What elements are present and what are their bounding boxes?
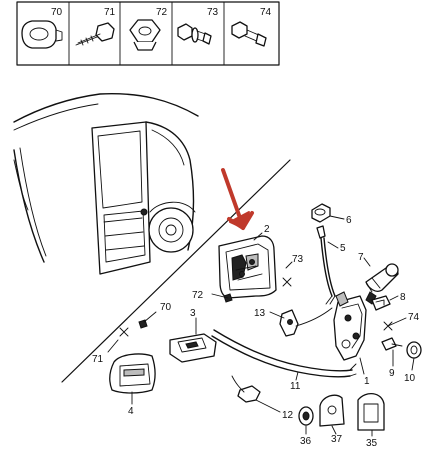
legend-number-71: 71 xyxy=(104,7,116,18)
callout-1: 1 xyxy=(364,376,370,387)
callout-70: 70 xyxy=(160,302,172,313)
location-arrow xyxy=(221,168,254,230)
callout-37: 37 xyxy=(331,434,343,445)
part-8-retainer-clip xyxy=(371,295,391,311)
callout-5: 5 xyxy=(340,243,346,254)
callout-71: 71 xyxy=(92,354,104,365)
callout-36: 36 xyxy=(300,436,312,447)
callout-10: 10 xyxy=(404,373,416,384)
callout-9: 9 xyxy=(389,368,395,379)
part-71-star-marker xyxy=(119,327,129,337)
screw-icon xyxy=(75,22,115,46)
part-35-striker xyxy=(357,393,385,431)
callout-6: 6 xyxy=(346,215,352,226)
part-6-grommet xyxy=(311,203,331,223)
part-9-bolt xyxy=(381,337,403,351)
callout-35: 35 xyxy=(366,438,378,449)
callout-72: 72 xyxy=(192,290,204,301)
part-13-bellcrank xyxy=(279,307,333,337)
part-12-rod-clip xyxy=(231,375,261,403)
part-70-clip-small xyxy=(138,319,148,329)
callout-13: 13 xyxy=(254,308,266,319)
part-2-inside-handle-assembly xyxy=(218,235,277,299)
part-3-handle-bezel xyxy=(169,333,217,363)
callout-12: 12 xyxy=(282,410,294,421)
van-body-illustration xyxy=(13,93,199,275)
legend-number-70: 70 xyxy=(51,7,63,18)
hex-bolt-icon xyxy=(231,21,267,47)
callout-3: 3 xyxy=(190,308,196,319)
part-36-bushing xyxy=(298,406,314,426)
legend-number-74: 74 xyxy=(260,7,272,18)
callout-labels: 2 6 5 7 8 73 72 13 74 3 70 71 9 10 1 11 … xyxy=(92,215,420,449)
part-11-long-rod xyxy=(211,329,357,378)
fastener-legend: 70 71 72 73 74 xyxy=(16,1,280,66)
part-37-bracket xyxy=(319,394,345,427)
callout-2: 2 xyxy=(264,224,270,235)
part-5-lock-rod xyxy=(316,225,336,305)
push-clip-icon xyxy=(21,20,63,49)
part-7-lock-cylinder xyxy=(365,263,399,305)
separator-line xyxy=(61,159,291,383)
legend-number-72: 72 xyxy=(156,7,168,18)
part-10-washer xyxy=(406,341,422,359)
part-73-star-marker xyxy=(282,277,292,287)
flange-bolt-icon xyxy=(177,23,212,45)
callout-73: 73 xyxy=(292,254,304,265)
callout-8: 8 xyxy=(400,292,406,303)
leader-lines xyxy=(107,215,415,437)
callout-4: 4 xyxy=(128,406,134,417)
callout-7: 7 xyxy=(358,252,364,263)
callout-74: 74 xyxy=(408,312,420,323)
part-1-door-latch xyxy=(333,291,367,361)
legend-number-73: 73 xyxy=(207,7,219,18)
part-4-outside-handle xyxy=(109,353,156,394)
callout-11: 11 xyxy=(290,381,301,392)
hex-nut-icon xyxy=(129,19,161,51)
